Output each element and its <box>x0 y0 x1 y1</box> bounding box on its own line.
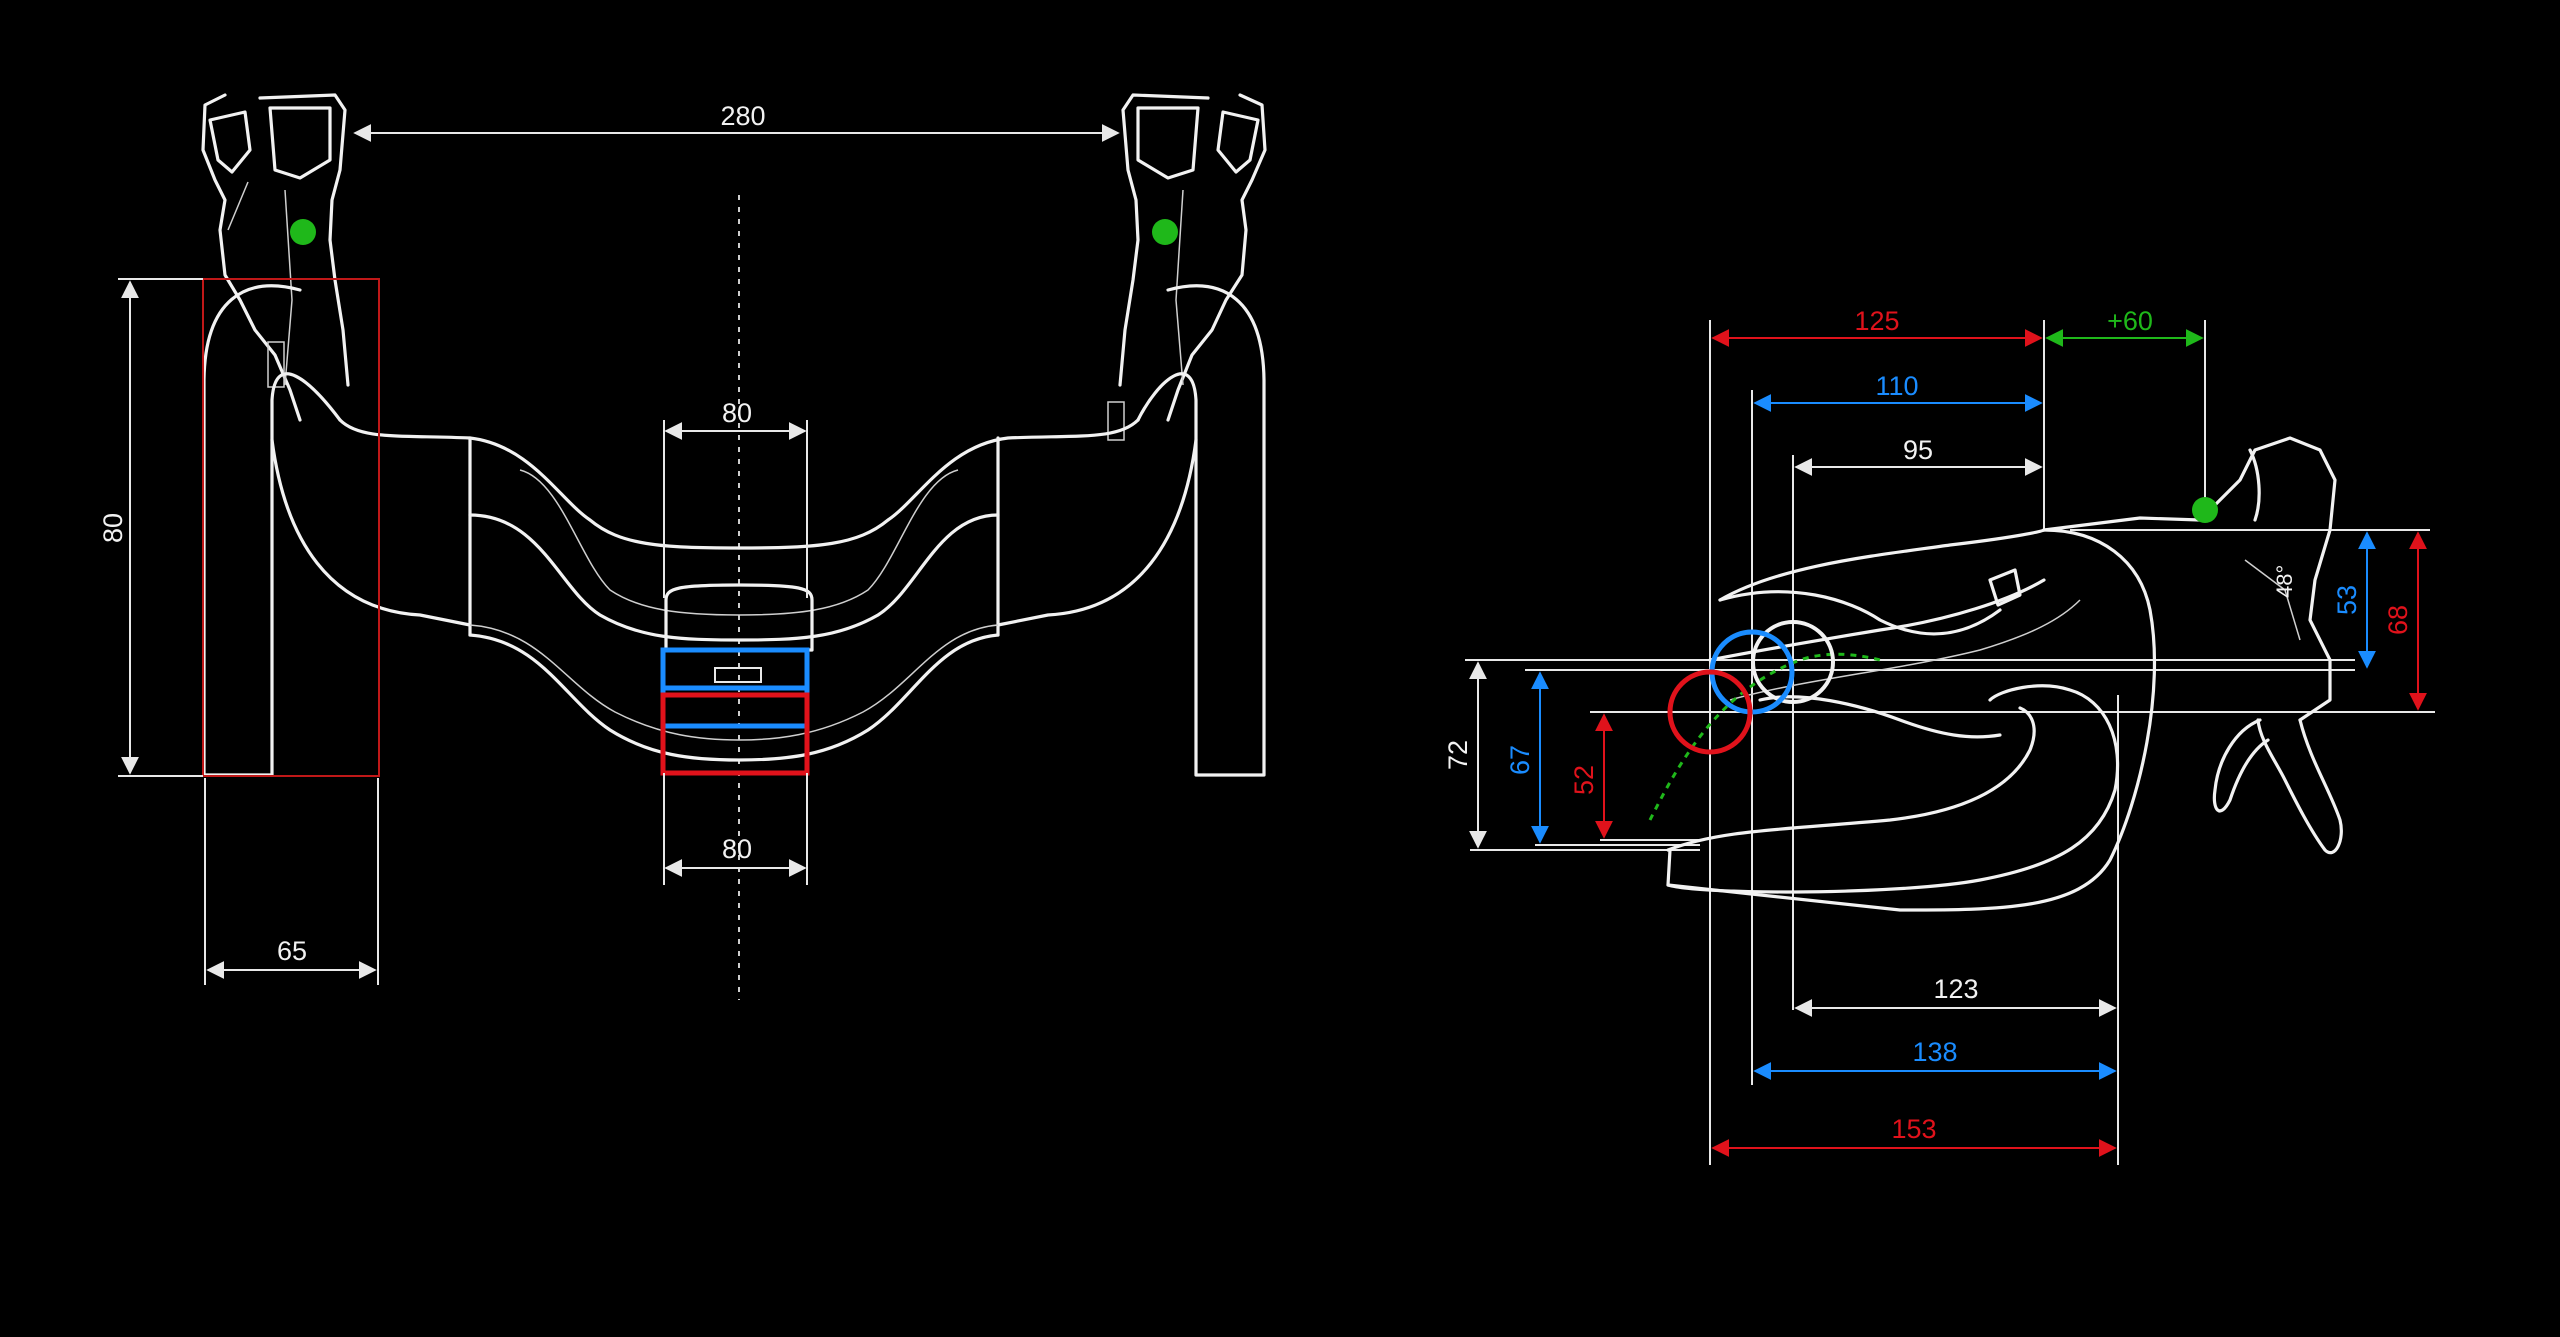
drop-red-frame <box>202 278 380 777</box>
side-view: 48° 125 +60 110 95 123 <box>1443 306 2435 1165</box>
dim-lower-white-label: 123 <box>1933 974 1978 1004</box>
side-handlebar-outline <box>1666 528 2157 912</box>
dim-hood-red-label: 68 <box>2383 605 2413 635</box>
white-spacer-inner <box>714 667 762 683</box>
dim-drop-80: 80 <box>98 278 203 777</box>
dim-plus-green-label: +60 <box>2107 306 2153 336</box>
dim-lower-red-label: 153 <box>1891 1114 1936 1144</box>
dim-reach-65-label: 65 <box>277 936 307 966</box>
dim-stem-bottom-label: 80 <box>722 834 752 864</box>
dim-stem-top-80: 80 <box>663 398 808 598</box>
dim-drop-blue-label: 67 <box>1505 745 1535 775</box>
hand-position-red-circle <box>1667 669 1753 755</box>
dim-reach-white-95: 95 <box>1794 435 2043 476</box>
dim-reach-red-label: 125 <box>1854 306 1899 336</box>
front-view: 280 80 80 80 65 <box>98 93 1267 1000</box>
dim-hood-blue-label: 53 <box>2332 585 2362 615</box>
dim-width-280-label: 280 <box>720 101 765 131</box>
dim-drop-white-72: 72 <box>1443 661 1487 849</box>
right-shifter-hood <box>1107 93 1267 441</box>
dim-hood-red-68: 68 <box>2383 531 2427 711</box>
dim-reach-blue-110: 110 <box>1753 371 2043 412</box>
left-shifter-hood <box>201 93 350 422</box>
dim-reach-blue-label: 110 <box>1875 371 1918 401</box>
dim-plus-green-60: +60 <box>2045 306 2204 347</box>
dim-stem-bottom-80: 80 <box>663 773 808 885</box>
side-shifter: 48° <box>2042 436 2343 855</box>
red-spacer <box>660 692 810 776</box>
dim-reach-65: 65 <box>204 778 379 985</box>
dim-lower-blue-138: 138 <box>1753 1037 2117 1080</box>
front-handlebar-outline <box>202 284 1266 777</box>
dim-reach-red-125: 125 <box>1711 306 2043 347</box>
left-hood-green-dot <box>290 219 316 245</box>
dim-hood-blue-53: 53 <box>2332 531 2376 669</box>
dim-stem-top-label: 80 <box>722 398 752 428</box>
side-hood-green-dot <box>2192 497 2218 523</box>
dim-reach-white-label: 95 <box>1903 435 1933 465</box>
dim-lower-blue-label: 138 <box>1912 1037 1957 1067</box>
stem-spacer-rectangles <box>660 647 810 776</box>
dim-lower-red-153: 153 <box>1711 1114 2117 1157</box>
hand-position-white-circle <box>1751 620 1835 704</box>
dim-width-280: 280 <box>353 101 1120 142</box>
dim-drop-label: 80 <box>98 513 128 543</box>
dim-drop-white-label: 72 <box>1443 740 1473 770</box>
right-hood-green-dot <box>1152 219 1178 245</box>
side-angle-label: 48° <box>2272 565 2297 598</box>
dim-drop-red-label: 52 <box>1569 765 1599 795</box>
dim-drop-blue-67: 67 <box>1505 671 1549 844</box>
dim-drop-red-52: 52 <box>1569 713 1613 839</box>
green-motion-arc <box>1648 652 1881 821</box>
dim-lower-white-123: 123 <box>1794 974 2117 1017</box>
